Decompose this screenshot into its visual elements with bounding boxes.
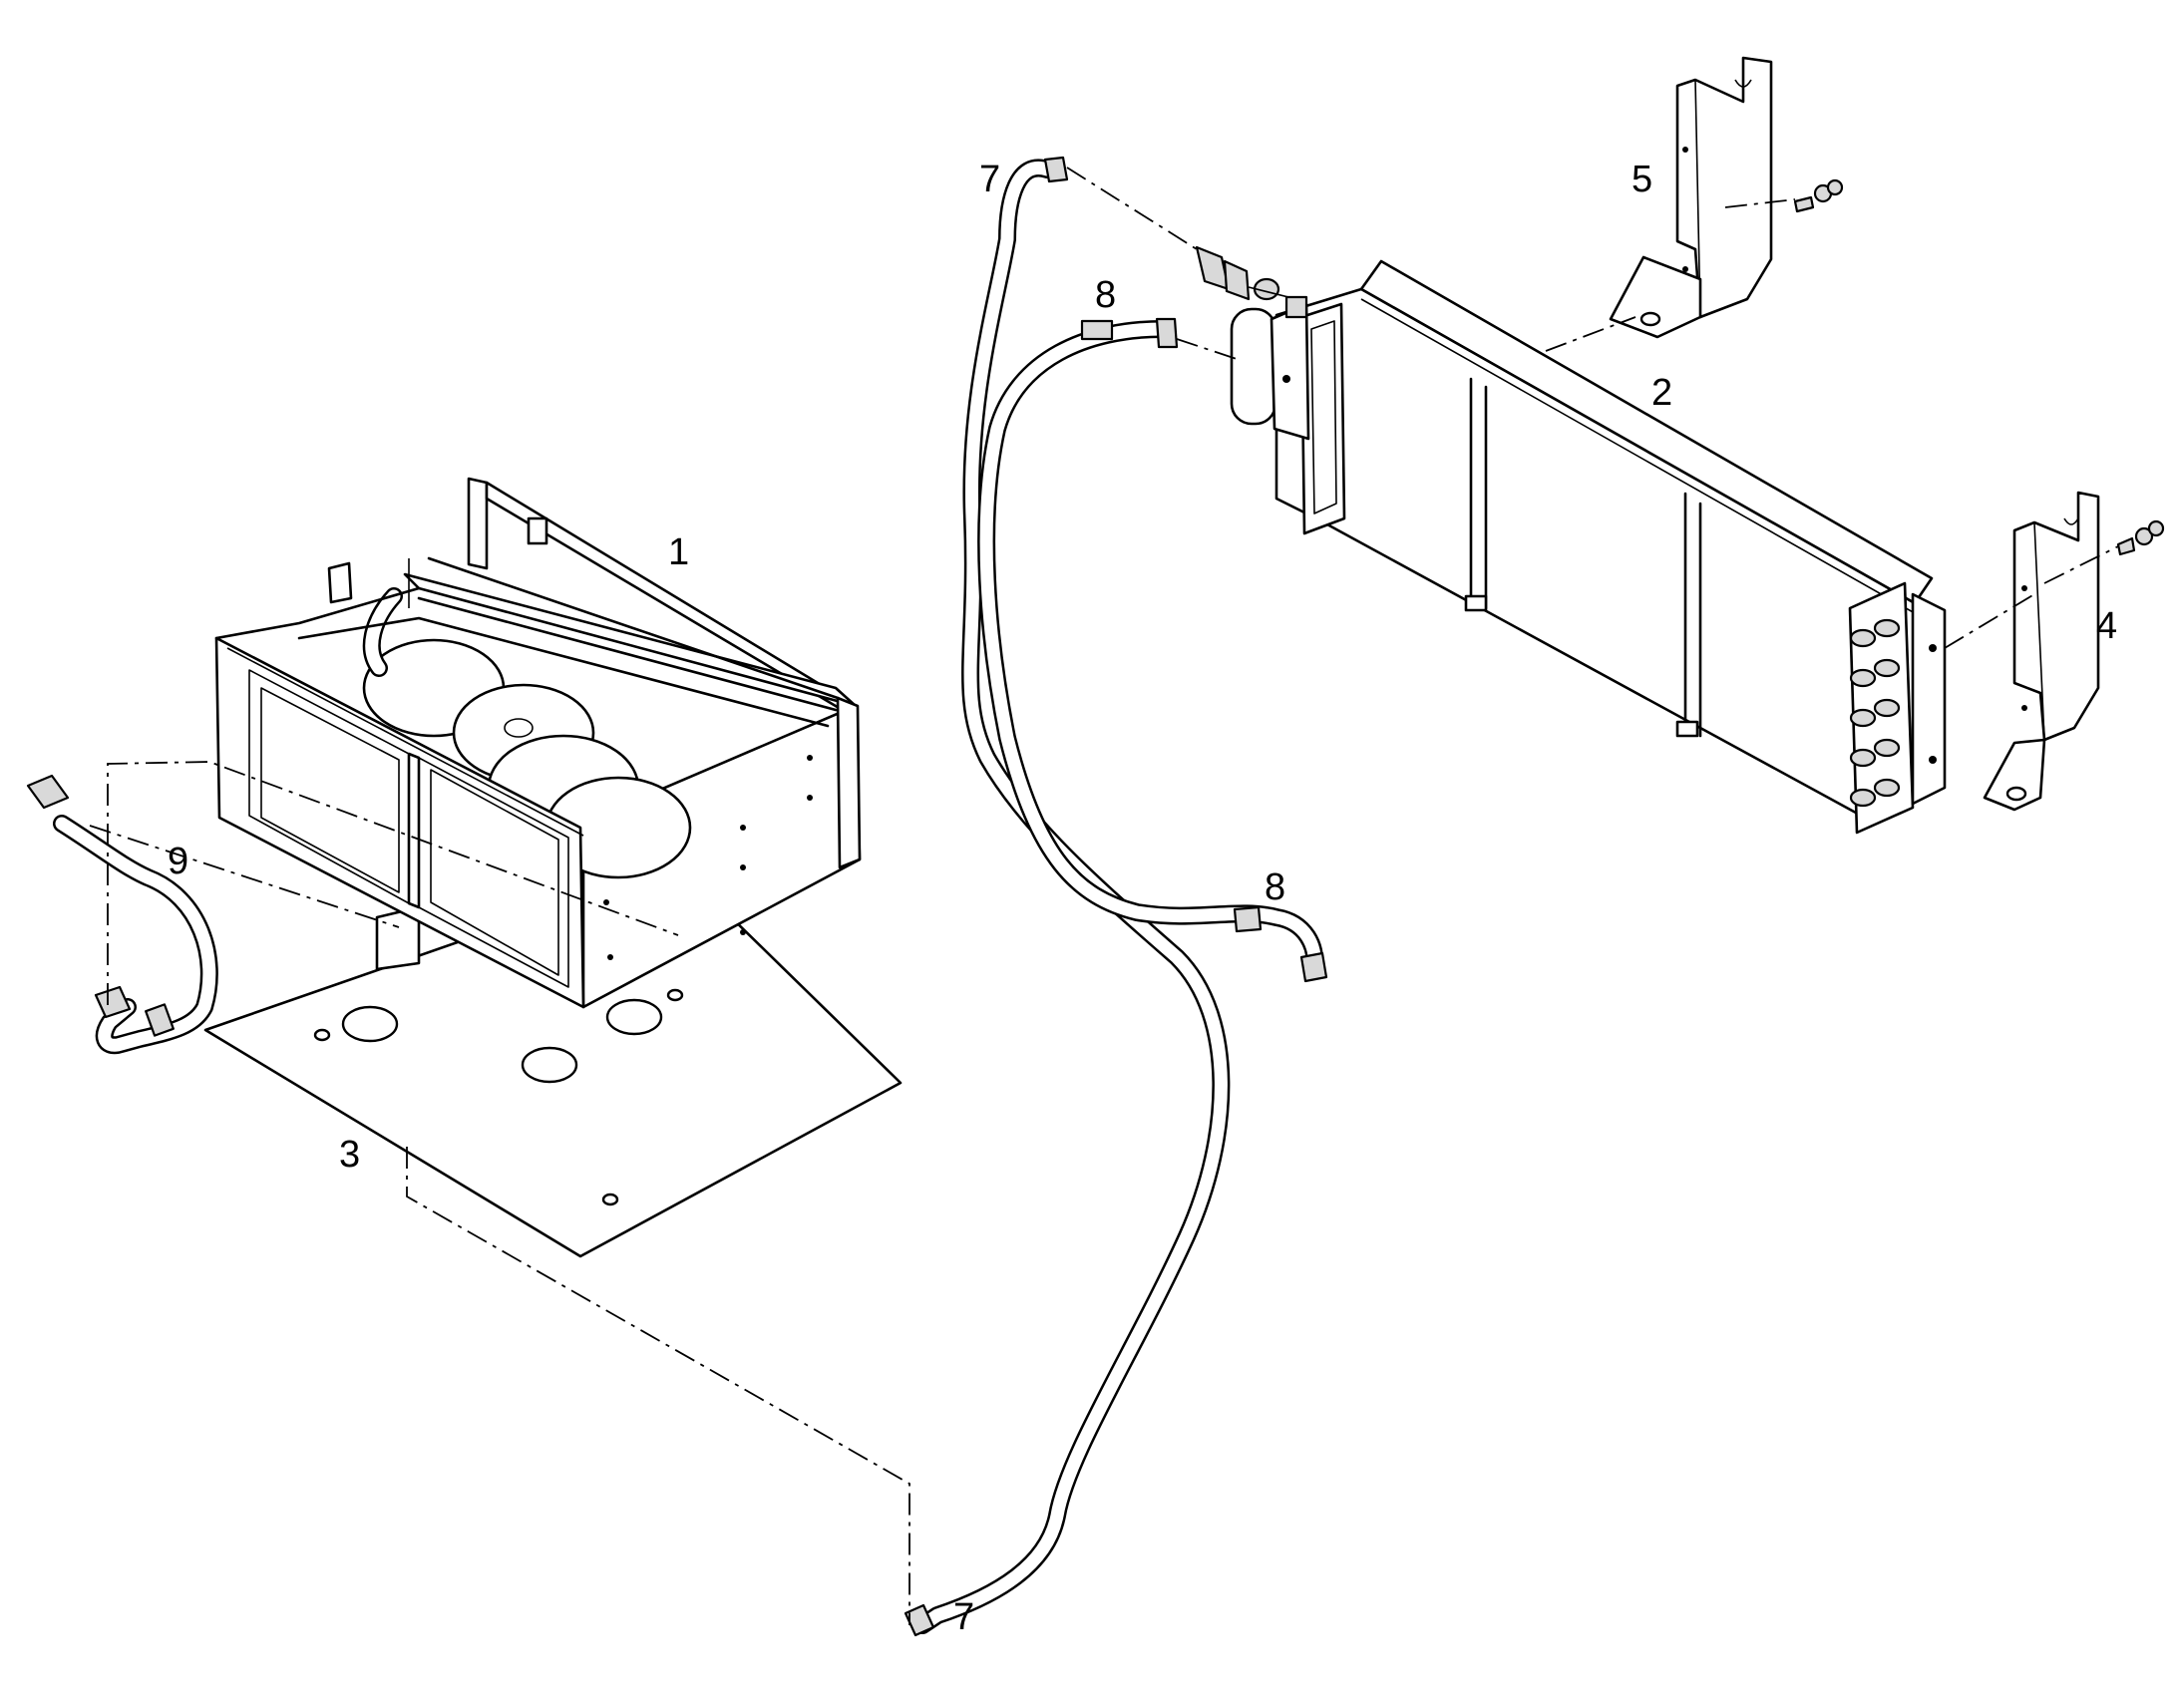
callout-5: 5 — [1632, 159, 1652, 200]
callout-3: 3 — [339, 1134, 360, 1176]
hose-8 — [977, 317, 1328, 983]
bracket-4 — [1983, 491, 2165, 812]
callouts: 1 2 3 4 5 7 7 8 8 9 — [168, 159, 2117, 1638]
condenser — [1195, 245, 1947, 835]
callout-8-bottom: 8 — [1265, 866, 1285, 908]
callout-1: 1 — [668, 531, 689, 573]
leader-lines — [89, 167, 2119, 1625]
evaporator-housing — [214, 477, 862, 1009]
condenser-coils — [1849, 618, 1901, 808]
hose-7 — [904, 156, 1231, 1637]
callout-4: 4 — [2096, 605, 2117, 647]
hose-9 — [26, 774, 218, 1055]
callout-8-top: 8 — [1095, 274, 1116, 316]
callout-7-top: 7 — [979, 159, 1000, 200]
callout-2: 2 — [1651, 372, 1672, 414]
callout-9: 9 — [168, 841, 188, 882]
callout-7-bottom: 7 — [953, 1596, 974, 1638]
